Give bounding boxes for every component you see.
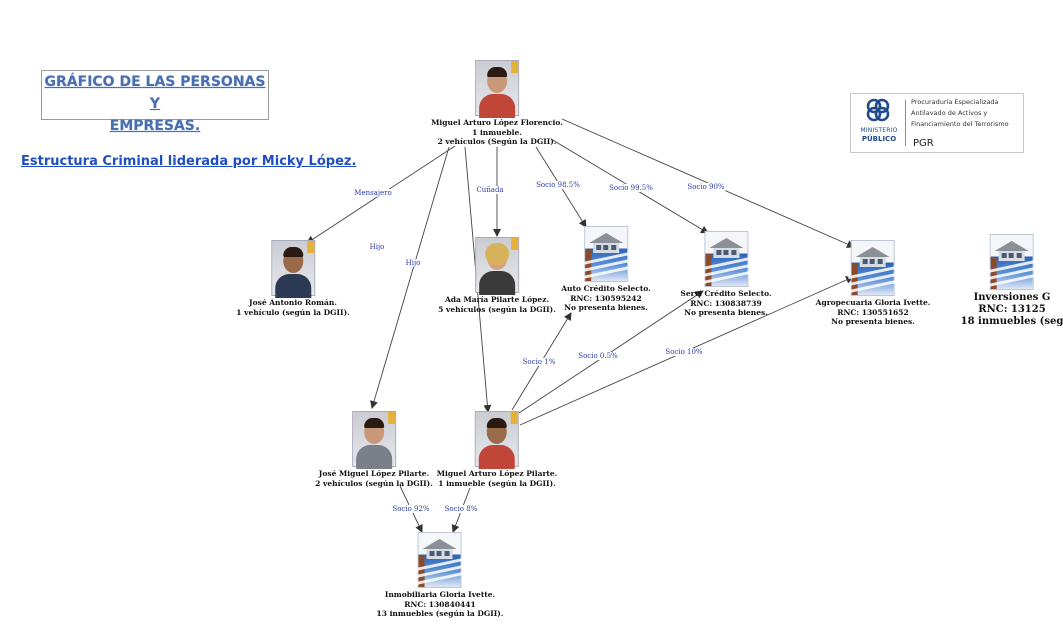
person-node-ada-maria: Ada María Pilarte López.5 vehículos (seg… [438, 237, 556, 314]
node-name: Auto Crédito Selecto. [561, 284, 651, 293]
logo-knot-icon [866, 98, 890, 122]
logo-org-line1: MINISTERIO [860, 127, 898, 134]
person-node-jose-antonio: José Antonio Román.1 vehículo (según la … [236, 240, 350, 317]
diagram-title-box: GRÁFICO DE LAS PERSONAS Y EMPRESAS. [41, 70, 269, 134]
diagram-subtitle-link[interactable]: Estructura Criminal liderada por Micky L… [21, 154, 357, 169]
logo-text-line2: Antilavado de Activos y [911, 109, 988, 117]
node-detail: 1 vehículo (según la DGII). [236, 307, 350, 317]
node-name: Inversiones G [973, 292, 1051, 303]
node-name: Servi Crédito Selecto. [680, 289, 772, 298]
company-house-icon [848, 240, 898, 296]
company-house-icon [987, 234, 1037, 290]
person-photo [475, 237, 519, 295]
node-name: Miguel Arturo López Pilarte. [436, 469, 558, 478]
company-node-agropecuaria: Agropecuaria Gloria Ivette.RNC: 13055165… [815, 240, 931, 327]
relation-label: Socio 1% [521, 358, 557, 366]
node-detail: RNC: 130838739 [690, 298, 762, 308]
logo-text-line3: Financiamiento del Terrorismo [911, 120, 1009, 128]
relation-label: Socio 98.5% [535, 181, 581, 189]
company-house-icon [415, 532, 465, 588]
person-node-miguel-pilarte: Miguel Arturo López Pilarte.1 inmueble (… [436, 411, 558, 488]
node-detail: No presenta bienes. [831, 317, 915, 326]
node-detail: RNC: 130595242 [570, 293, 642, 303]
diagram-stage: GRÁFICO DE LAS PERSONAS Y EMPRESAS. Estr… [21, 60, 1063, 619]
node-detail: RNC: 130840441 [404, 599, 476, 609]
diagram-title-line2: EMPRESAS. [109, 118, 201, 134]
relation-label: Socio 90% [686, 183, 726, 191]
node-detail: No presenta bienes. [564, 303, 648, 312]
person-photo [475, 411, 519, 469]
logo-emblem: MINISTERIO PÚBLICO [851, 94, 905, 152]
relation-label: Cuñada [475, 186, 505, 194]
person-photo [352, 411, 396, 469]
person-node-miguel-florencio: Miguel Arturo López Florencio.1 inmueble… [431, 60, 563, 147]
node-detail: No presenta bienes. [684, 308, 768, 317]
person-photo [475, 60, 519, 118]
logo-pgr: PGR [913, 138, 934, 149]
node-name: Miguel Arturo López Florencio. [431, 118, 563, 127]
company-house-icon [701, 231, 751, 287]
person-photo [270, 240, 315, 298]
node-detail: 13 inmuebles (según la DGII). [376, 609, 504, 618]
node-detail: RNC: 13125 [978, 304, 1046, 315]
node-detail: 1 inmueble. [472, 127, 522, 137]
relation-label: Socio 8% [443, 505, 479, 513]
diagram-title-line1: GRÁFICO DE LAS PERSONAS Y [44, 74, 266, 112]
logo-text-line1: Procuraduría Especializada [911, 98, 999, 106]
relation-label: Socio 10% [664, 348, 704, 356]
relation-label: Hijo [404, 259, 422, 267]
relation-arrow [370, 146, 450, 409]
node-name: Inmobiliaria Gloria Ivette. [384, 590, 496, 599]
logo-org-line2: PÚBLICO [861, 135, 897, 143]
company-house-icon [581, 226, 631, 282]
logo-divider [905, 100, 906, 146]
node-detail: 2 vehículos (según la DGII). [315, 478, 433, 488]
node-name: José Antonio Román. [249, 298, 337, 307]
node-detail: 18 inmuebles (seg [960, 316, 1063, 327]
relation-label: Hijo [368, 243, 386, 251]
node-detail: 2 vehículos (Según la DGII). [437, 137, 557, 146]
node-name: José Miguel López Pilarte. [318, 469, 430, 478]
relation-label: Mensajero [353, 189, 393, 197]
relation-label: Socio 99.5% [608, 184, 654, 192]
node-detail: 5 vehículos (según la DGII). [438, 304, 556, 314]
person-node-jose-miguel: José Miguel López Pilarte.2 vehículos (s… [315, 411, 433, 488]
node-name: Agropecuaria Gloria Ivette. [815, 298, 931, 307]
node-name: Ada María Pilarte López. [444, 295, 550, 304]
relation-label: Socio 0.5% [577, 352, 619, 360]
company-node-inmobiliaria: Inmobiliaria Gloria Ivette.RNC: 13084044… [376, 532, 504, 619]
node-detail: 1 inmueble (según la DGII). [438, 478, 556, 488]
ministerio-publico-logo: MINISTERIO PÚBLICO Procuraduría Especial… [850, 93, 1024, 153]
relation-label: Socio 92% [391, 505, 431, 513]
node-detail: RNC: 130551652 [837, 307, 909, 317]
